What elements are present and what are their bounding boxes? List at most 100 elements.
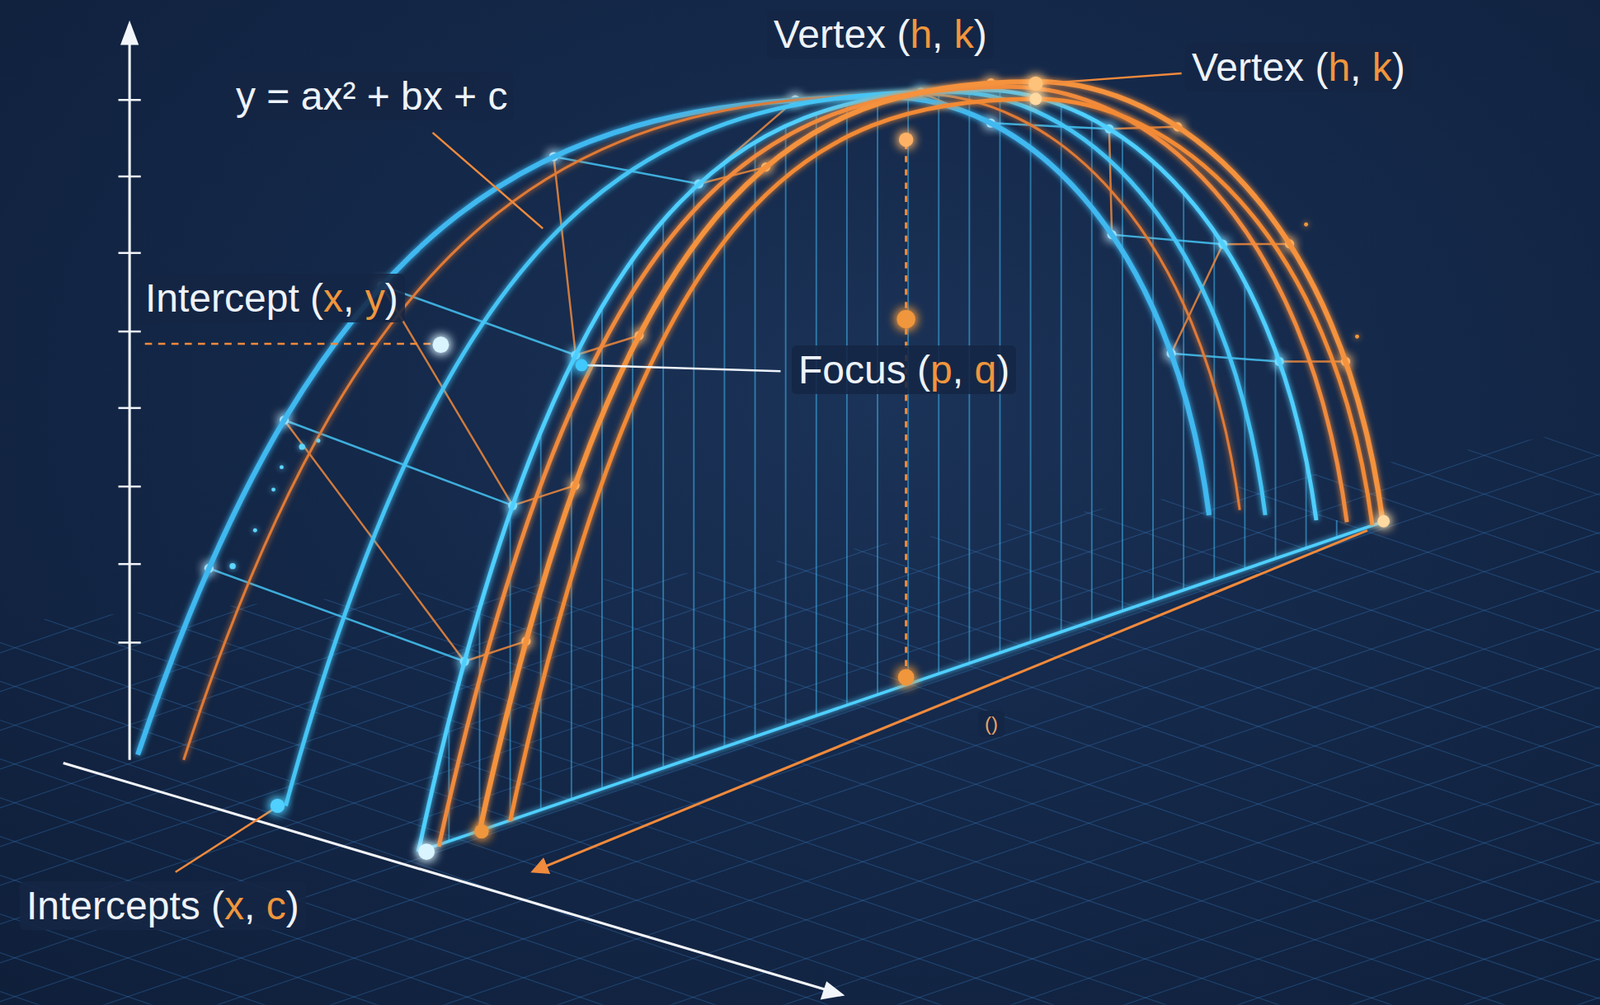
lattice-strut — [692, 189, 695, 758]
grid-line — [0, 493, 1600, 1005]
lattice-brace — [990, 122, 1110, 129]
intercept-dot — [418, 843, 435, 861]
grid-line — [0, 0, 1600, 302]
lattice-strut — [1060, 105, 1063, 633]
grid-line — [0, 221, 1600, 769]
grid-line — [0, 687, 1600, 1005]
grid-line — [0, 66, 1600, 614]
grid-line — [0, 758, 1600, 1005]
arch-lattice — [204, 78, 1389, 852]
grid-line — [0, 526, 1600, 1005]
grid-line — [0, 144, 1600, 692]
base-line — [418, 520, 1388, 852]
grid-line — [0, 0, 1600, 418]
grid-line — [0, 797, 1600, 1005]
grid-line — [0, 765, 1600, 1005]
vertex-dot — [898, 132, 913, 147]
lattice-strut — [1336, 520, 1338, 538]
grid-line — [0, 216, 1600, 767]
arch-curve — [418, 89, 1317, 852]
axis-arrowhead — [820, 981, 846, 1000]
label-text: y = ax² + bx + c — [229, 71, 514, 121]
focus-dot — [896, 310, 915, 329]
lattice-strut — [815, 112, 818, 716]
grid-line — [0, 28, 1600, 575]
leader-line — [432, 132, 544, 229]
label-text: Vertex (h, k) — [767, 9, 994, 59]
label-text: Focus (p, q) — [791, 345, 1017, 395]
lattice-strut — [846, 103, 848, 706]
grid-line — [0, 837, 1600, 1005]
grid-line — [0, 610, 1600, 1005]
lattice-brace — [553, 156, 699, 184]
label-text: Intercept (x, y) — [138, 273, 405, 323]
vertex-dot — [1029, 93, 1042, 106]
grid-line — [0, 603, 1600, 1005]
lattice-brace — [208, 568, 465, 662]
label-text: Vertex (h, k) — [1185, 42, 1412, 92]
label-text: () — [978, 710, 1005, 738]
lattice-brace — [1109, 128, 1112, 235]
grid-line — [0, 881, 1600, 1005]
arch-curve — [510, 98, 1373, 822]
vertex-dot — [1028, 76, 1043, 91]
parabolic-arches — [137, 81, 1383, 852]
lattice-strut — [1091, 118, 1093, 622]
grid-line — [0, 0, 1600, 457]
lattice-strut — [754, 142, 757, 738]
grid-line — [0, 0, 1600, 185]
grid-line — [0, 681, 1600, 1005]
arch-curve — [479, 81, 1383, 832]
grid-line — [0, 649, 1600, 1005]
foot-dot — [898, 669, 915, 687]
grid-line — [0, 99, 1600, 650]
arch-curve — [137, 97, 1210, 756]
lattice-brace — [1171, 353, 1280, 363]
leader-line — [1040, 73, 1182, 84]
lattice-brace — [553, 156, 576, 356]
span-arrow — [538, 530, 1368, 870]
grid-line — [0, 0, 1600, 379]
lattice-strut — [1305, 460, 1308, 549]
grid-line — [0, 448, 1600, 999]
grid-line — [0, 409, 1600, 960]
grid-line — [0, 0, 1600, 224]
lattice-strut — [876, 98, 879, 696]
intercept-dot — [270, 799, 285, 814]
leader-line — [175, 808, 276, 873]
lattice-brace — [512, 485, 575, 506]
grid-line — [0, 992, 1600, 1005]
axes — [63, 20, 846, 1001]
grid-line — [0, 0, 1600, 340]
lattice-strut — [1275, 350, 1277, 560]
grid-line — [0, 299, 1600, 847]
lattice-strut — [1152, 160, 1154, 602]
grid-line — [0, 642, 1600, 1005]
grid-line — [0, 0, 1600, 146]
grid-line — [0, 0, 1600, 499]
lattice-brace — [284, 419, 513, 506]
leader-line — [145, 343, 438, 345]
leader-lines — [145, 73, 1182, 873]
axis-of-symmetry — [904, 142, 908, 676]
grid-line — [0, 571, 1600, 1005]
lattice-strut — [1243, 282, 1246, 570]
leader-line — [585, 365, 781, 372]
grid-line — [0, 997, 1600, 1005]
lattice-strut — [1213, 230, 1215, 580]
lattice-strut — [1030, 95, 1032, 643]
grid-line — [0, 564, 1600, 1005]
intercept-dot — [474, 824, 489, 839]
arch-curve — [285, 91, 1266, 806]
focus-marker — [575, 358, 589, 372]
axis-ticks — [118, 99, 142, 643]
lattice-strut — [601, 305, 603, 790]
lattice-strut — [1121, 137, 1124, 612]
grid-line — [0, 454, 1600, 1002]
lattice-brace — [464, 641, 527, 663]
grid-line — [0, 920, 1600, 1005]
lattice-brace — [1111, 235, 1224, 245]
base-dot — [1377, 515, 1390, 528]
